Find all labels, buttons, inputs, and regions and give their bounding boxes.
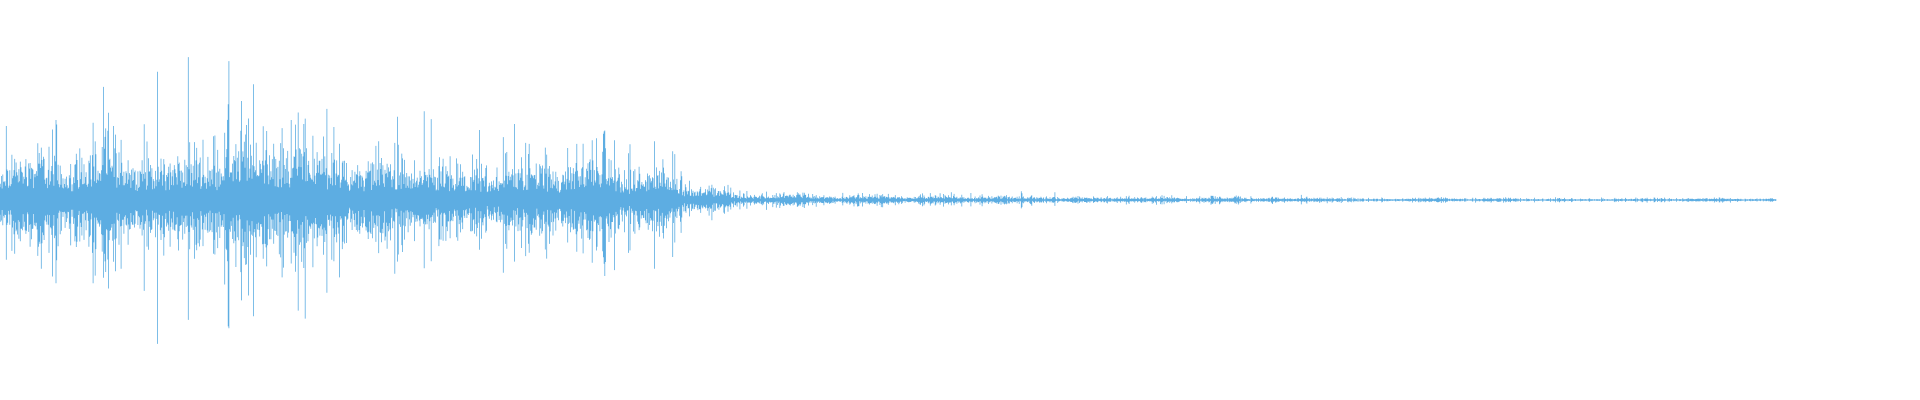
waveform-samples xyxy=(0,57,1777,344)
waveform-trace xyxy=(0,57,1777,344)
